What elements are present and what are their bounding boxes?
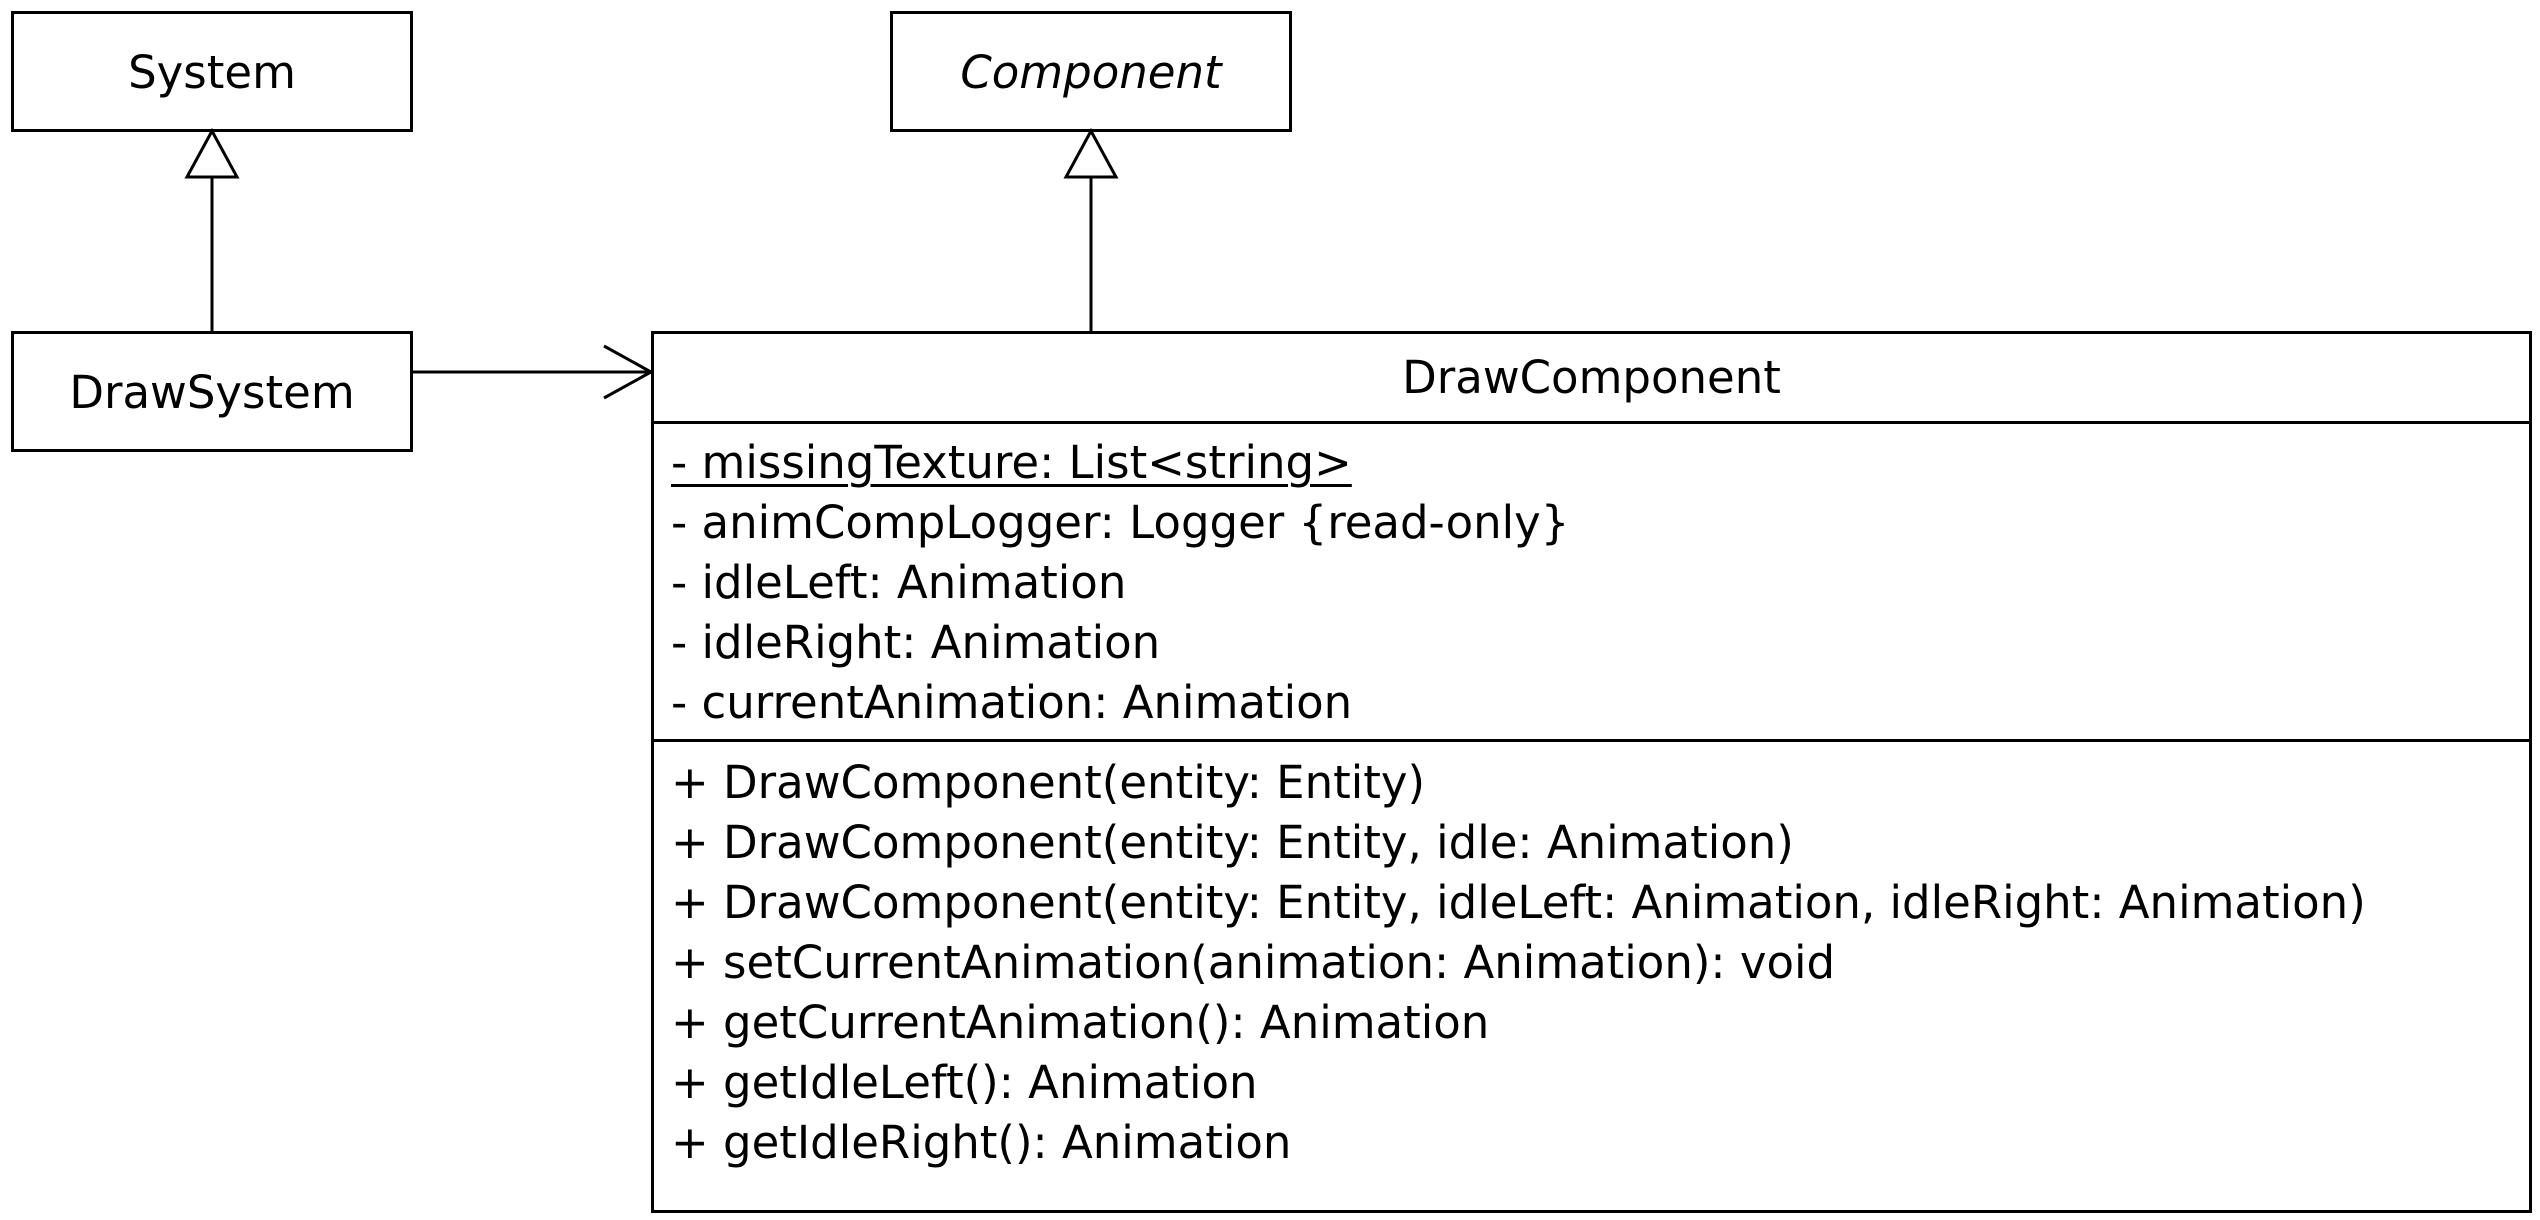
attribute-missing-texture: - missingTexture: List<string> (671, 436, 1352, 489)
class-component-name: Component (960, 46, 1222, 99)
association-arrowhead-drawcomponent (603, 344, 655, 400)
name-attributes-divider (654, 421, 2529, 424)
class-draw-component[interactable]: DrawComponent - missingTexture: List<str… (651, 331, 2532, 1213)
attribute-idle-left: - idleLeft: Animation (671, 556, 1127, 609)
operation-set-current-animation: + setCurrentAnimation(animation: Animati… (671, 936, 1836, 989)
operation-get-idle-right: + getIdleRight(): Animation (671, 1116, 1292, 1169)
class-draw-system-name: DrawSystem (69, 366, 355, 419)
operation-constructor-entity-idle: + DrawComponent(entity: Entity, idle: An… (671, 816, 1794, 869)
class-component[interactable]: Component (890, 11, 1292, 132)
attribute-current-animation: - currentAnimation: Animation (671, 676, 1353, 729)
operation-constructor-entity-idle-left-right: + DrawComponent(entity: Entity, idleLeft… (671, 876, 2366, 929)
generalization-arrowhead-component (1063, 127, 1119, 179)
operation-constructor-entity: + DrawComponent(entity: Entity) (671, 756, 1426, 809)
attribute-idle-right: - idleRight: Animation (671, 616, 1161, 669)
operation-get-current-animation: + getCurrentAnimation(): Animation (671, 996, 1490, 1049)
class-draw-component-name: DrawComponent (1402, 351, 1781, 404)
class-system-name: System (128, 46, 296, 99)
attributes-operations-divider (654, 739, 2529, 742)
generalization-arrowhead-system (184, 127, 240, 179)
attribute-anim-comp-logger: - animCompLogger: Logger {read-only} (671, 496, 1570, 549)
class-draw-system[interactable]: DrawSystem (11, 331, 413, 452)
class-system[interactable]: System (11, 11, 413, 132)
operation-get-idle-left: + getIdleLeft(): Animation (671, 1056, 1258, 1109)
